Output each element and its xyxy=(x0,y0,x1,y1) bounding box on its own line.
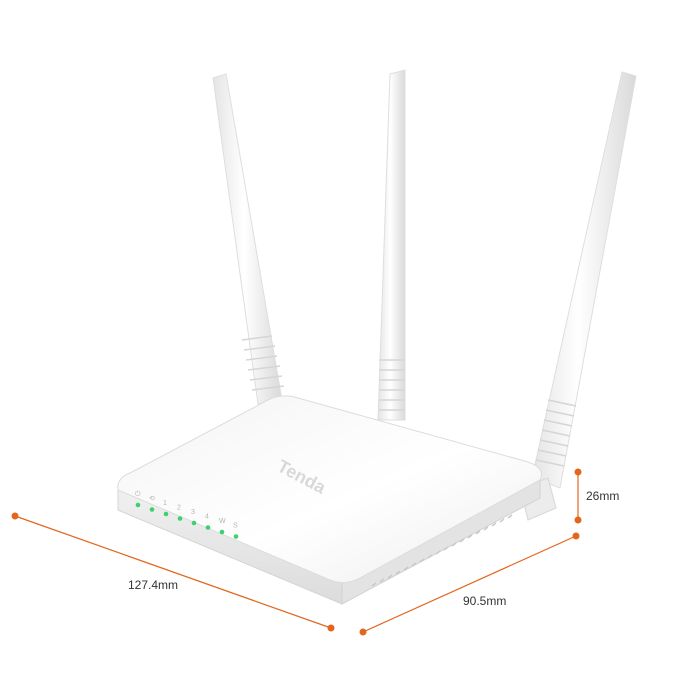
led-light xyxy=(205,525,211,530)
led-indicator-row: ⏻ ⟲ 1 2 3 4WS xyxy=(135,490,239,539)
led-light xyxy=(177,516,183,521)
led-label: S xyxy=(233,523,238,530)
width-dimension-label: 127.4mm xyxy=(128,578,179,592)
led-label: 4 xyxy=(205,514,209,521)
depth-dimension-label: 90.5mm xyxy=(463,594,507,608)
led-light xyxy=(163,511,169,517)
antenna-middle xyxy=(377,69,406,421)
led-label: 1 xyxy=(163,500,167,507)
led-light xyxy=(135,502,141,508)
width-dimension-line xyxy=(14,515,332,629)
led-label: 3 xyxy=(191,509,195,516)
depth-dimension-line xyxy=(362,535,577,633)
antenna-left xyxy=(212,73,285,405)
led-light xyxy=(219,529,225,535)
led-light xyxy=(191,520,197,526)
dimension-lines xyxy=(11,468,582,636)
dimension-endpoint-dot xyxy=(359,628,367,636)
led-label: ⟲ xyxy=(149,496,155,503)
led-label: ⏻ xyxy=(135,490,141,498)
led-light xyxy=(149,507,155,512)
antenna-right xyxy=(519,71,637,521)
led-label: W xyxy=(219,518,226,525)
dimension-endpoint-dot xyxy=(11,512,19,520)
led-light xyxy=(233,534,239,539)
vent-grille xyxy=(371,514,513,587)
dimension-endpoint-dot xyxy=(574,468,582,476)
dimension-endpoint-dot xyxy=(572,532,580,540)
height-dimension-label: 26mm xyxy=(586,489,620,503)
router-body xyxy=(117,395,542,605)
dimension-endpoint-dot xyxy=(574,516,582,524)
dimension-endpoint-dot xyxy=(327,624,335,632)
led-label: 2 xyxy=(177,505,181,512)
